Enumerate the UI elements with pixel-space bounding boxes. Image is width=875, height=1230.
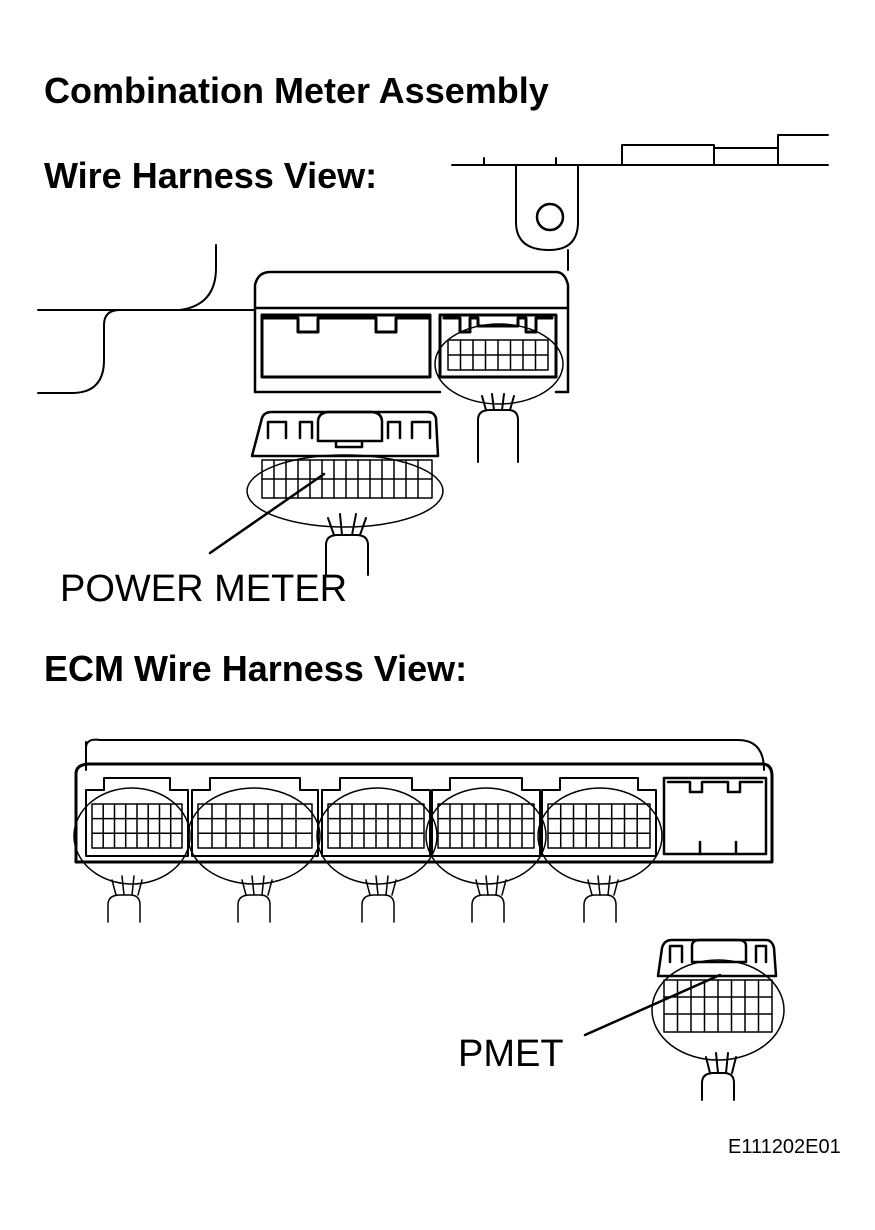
meter-socket-left	[260, 313, 432, 379]
callout-power-meter: POWER METER	[60, 568, 348, 610]
meter-socket-right-pins	[447, 339, 549, 371]
pmet-leader-line	[583, 973, 722, 1037]
ecm-connector-4	[425, 777, 547, 923]
meter-harness-right	[477, 393, 519, 463]
ecm-connector-1	[73, 777, 191, 923]
ecm-connector-3	[316, 777, 438, 923]
meter-housing-outline	[451, 134, 829, 166]
figure-code: E111202E01	[728, 1136, 841, 1158]
title-combination-meter: Combination Meter Assembly	[44, 70, 549, 111]
power-meter-plug-pins	[261, 459, 433, 499]
power-meter-harness	[325, 513, 369, 576]
power-meter-plug	[250, 410, 440, 458]
meter-connector-housing	[253, 270, 570, 394]
mounting-bracket	[515, 164, 579, 271]
ecm-connector-5	[537, 777, 663, 923]
pmet-harness	[701, 1052, 737, 1101]
pmet-plug-highlight	[651, 959, 785, 1061]
meter-socket-right-highlight	[434, 323, 564, 405]
pmet-plug	[656, 938, 778, 978]
ecm-connector-2	[187, 777, 321, 923]
heading-wire-harness-view: Wire Harness View:	[44, 155, 378, 196]
ecm-connector-6-empty	[662, 776, 768, 856]
power-meter-leader-line	[208, 472, 326, 555]
power-meter-plug-highlight	[246, 454, 444, 528]
mounting-hole-icon	[535, 202, 565, 232]
ecm-connector-housing	[74, 762, 774, 864]
heading-ecm-wire-harness-view: ECM Wire Harness View:	[44, 648, 468, 689]
pmet-plug-pins	[663, 979, 773, 1033]
harness-wire-outline	[37, 244, 256, 394]
callout-pmet: PMET	[458, 1033, 564, 1075]
